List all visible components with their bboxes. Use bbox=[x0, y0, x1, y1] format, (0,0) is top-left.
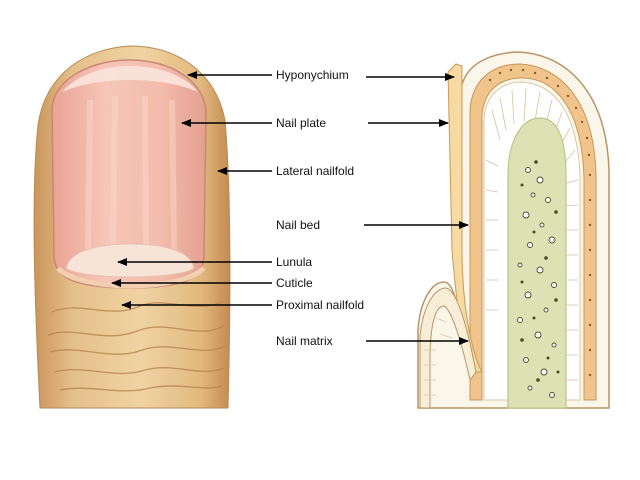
bone-marrow-dark bbox=[520, 160, 560, 382]
cross-section-illustration bbox=[417, 51, 610, 409]
label-lunula: Lunula bbox=[276, 255, 312, 269]
label-arrows bbox=[111, 71, 469, 345]
label-nail-plate: Nail plate bbox=[276, 116, 326, 130]
nail-plate-shape bbox=[51, 59, 207, 289]
label-nail-matrix: Nail matrix bbox=[276, 334, 333, 348]
label-lateral-nailfold: Lateral nailfold bbox=[276, 164, 354, 178]
nail-plate-section bbox=[447, 63, 483, 373]
label-proximal-nailfold: Proximal nailfold bbox=[276, 298, 364, 312]
proximal-fold-lines bbox=[424, 317, 453, 396]
label-nail-bed: Nail bed bbox=[276, 218, 320, 232]
dermal-papillae bbox=[485, 87, 579, 381]
lunula-shape bbox=[65, 243, 195, 278]
label-cuticle: Cuticle bbox=[276, 276, 313, 290]
bone-marrow bbox=[517, 167, 557, 398]
epidermis-cells bbox=[488, 68, 592, 377]
nail-free-edge bbox=[62, 66, 198, 92]
bone-shape bbox=[507, 117, 567, 409]
cuticle-line bbox=[56, 266, 206, 289]
nail-streaks bbox=[85, 95, 177, 251]
knuckle-wrinkles bbox=[47, 301, 227, 392]
label-hyponychium: Hyponychium bbox=[276, 68, 349, 82]
proximal-fold-section bbox=[419, 287, 477, 409]
labels: Hyponychium Nail plate Lateral nailfold … bbox=[276, 68, 364, 348]
finger-illustration bbox=[33, 45, 231, 409]
epidermis-layer bbox=[469, 63, 597, 401]
